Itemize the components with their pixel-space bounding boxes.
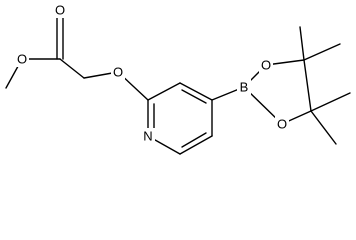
ester-oxygen-label: O — [17, 52, 27, 67]
bond-c3-c4-inner — [181, 89, 207, 104]
atom-ether-oxygen: O — [111, 64, 125, 80]
bond-c5-c6-inner — [181, 132, 207, 148]
atom-labels: O O O N B O O — [15, 2, 289, 144]
bond-methyl-right — [310, 92, 351, 112]
bond-c3-c4-outer — [179, 82, 213, 101]
atom-boron: B — [237, 79, 251, 95]
carbonyl-oxygen-label: O — [55, 3, 65, 18]
bond-c2-c3 — [147, 82, 181, 101]
boronate-oxygen-top-label: O — [261, 58, 271, 73]
boron-label: B — [240, 80, 249, 95]
atom-ring-nitrogen: N — [141, 128, 155, 144]
bond-methyl-top-right — [303, 43, 341, 61]
boronate-oxygen-bottom-label: O — [277, 117, 287, 132]
atom-boronate-oxygen-bottom: O — [275, 116, 289, 132]
ether-oxygen-label: O — [113, 65, 123, 80]
atom-ester-oxygen: O — [15, 51, 29, 67]
bond-c5-c6-outer — [179, 135, 213, 155]
atom-boronate-oxygen-top: O — [259, 57, 273, 73]
ring-nitrogen-label: N — [143, 129, 152, 144]
bond-quaternary-carbons — [303, 59, 312, 112]
bond-carbonyl-carbon-methylene — [59, 58, 85, 79]
bonds — [5, 15, 351, 155]
atom-carbonyl-oxygen: O — [53, 2, 67, 18]
bond-methyl-top-left — [299, 26, 305, 61]
bond-methyl-bottom-right — [310, 110, 337, 145]
chemical-structure: O O O N B O O — [5, 2, 351, 155]
